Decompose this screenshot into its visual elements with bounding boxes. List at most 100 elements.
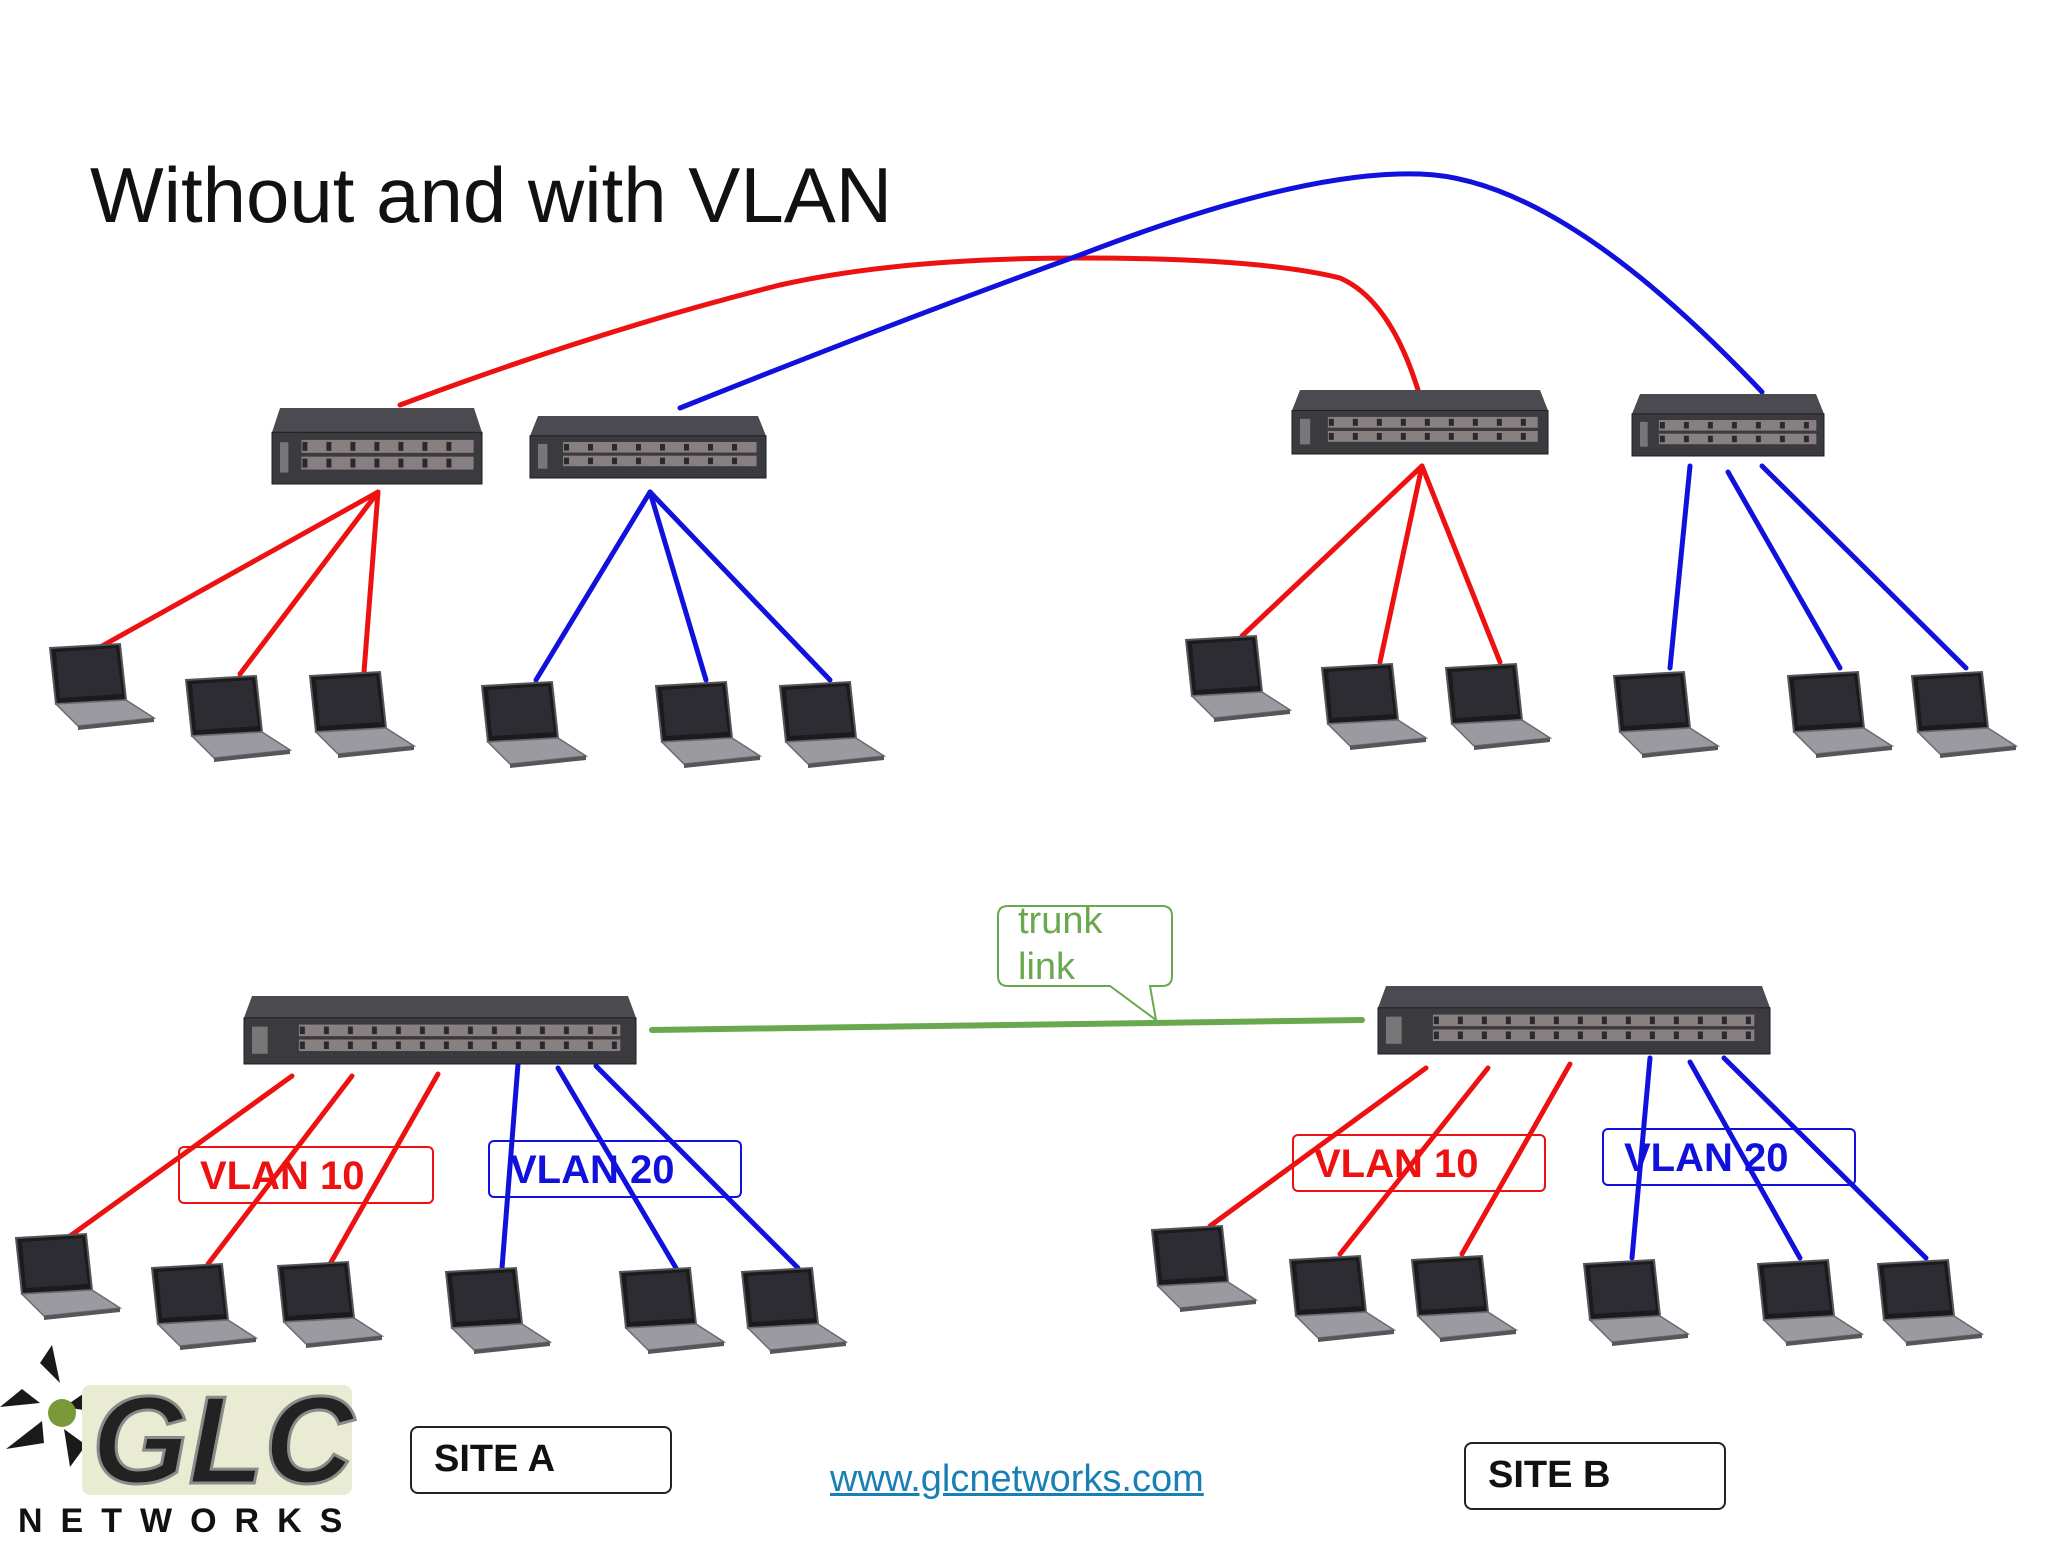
laptop-display xyxy=(1296,1260,1362,1310)
switch-port xyxy=(1803,435,1809,443)
port-row xyxy=(301,456,474,470)
switch-top-red-a xyxy=(271,408,483,485)
switch-port xyxy=(491,1041,497,1050)
laptop-icon xyxy=(618,1266,727,1354)
laptop-icon xyxy=(1184,634,1293,722)
switch-port xyxy=(1707,422,1713,429)
switch-port xyxy=(1448,432,1454,440)
switch-port xyxy=(515,1041,521,1050)
switch-port xyxy=(1721,1031,1727,1040)
switch-port xyxy=(1803,422,1809,429)
laptop-icon xyxy=(150,1262,259,1350)
laptop-display xyxy=(1192,640,1258,690)
switch-port xyxy=(1376,432,1382,440)
laptop-display xyxy=(1918,676,1984,726)
switch-port xyxy=(612,457,618,465)
laptop-edge xyxy=(684,756,760,768)
switch-port xyxy=(1472,418,1478,426)
switch-port xyxy=(515,1026,521,1035)
site-b-label: SITE B xyxy=(1464,1442,1726,1510)
switch-port xyxy=(611,1041,617,1050)
laptop-edge xyxy=(1318,1330,1394,1342)
laptop-edge xyxy=(770,1342,846,1354)
laptop-icon xyxy=(778,680,887,768)
laptop-display xyxy=(22,1238,88,1288)
switch-port xyxy=(395,1026,401,1035)
link-line xyxy=(1687,1059,1803,1261)
switch-top-blue-b xyxy=(1631,394,1825,457)
switch-port xyxy=(588,444,594,451)
laptop-edge xyxy=(44,1308,120,1320)
laptop-icon xyxy=(444,1266,553,1354)
switch-port xyxy=(398,458,404,468)
link-line xyxy=(647,489,833,683)
laptop-icon xyxy=(184,674,293,762)
switch-port xyxy=(1505,1031,1511,1040)
switch-port xyxy=(1529,1016,1535,1025)
website-link[interactable]: www.glcnetworks.com xyxy=(830,1458,1204,1500)
link-line xyxy=(99,489,381,649)
switch-port xyxy=(1683,435,1689,443)
switch-port xyxy=(467,1041,473,1050)
laptop-display xyxy=(316,676,382,726)
laptop-display xyxy=(452,1272,518,1322)
laptop-edge xyxy=(338,746,414,758)
laptop-display xyxy=(158,1268,224,1318)
switch-port xyxy=(1481,1031,1487,1040)
switch-port xyxy=(1755,422,1761,429)
trunk-callout-line1: trunk xyxy=(1018,900,1103,942)
link-line xyxy=(67,1073,295,1239)
switch-port xyxy=(1457,1016,1463,1025)
switch-console xyxy=(252,1026,268,1054)
switch-port xyxy=(419,1041,425,1050)
link-line xyxy=(205,1073,355,1267)
port-row xyxy=(1432,1029,1755,1042)
switch-port xyxy=(419,1026,425,1035)
switch-port xyxy=(302,458,308,468)
laptop-display xyxy=(786,686,852,736)
link-line xyxy=(1419,463,1503,665)
laptop-icon xyxy=(1150,1224,1259,1312)
switch-port xyxy=(443,1026,449,1035)
switch-port xyxy=(491,1026,497,1035)
link-line xyxy=(1459,1061,1573,1257)
switch-port xyxy=(1779,435,1785,443)
switch-port xyxy=(1481,1016,1487,1025)
switch-port xyxy=(446,458,452,468)
switch-port xyxy=(326,441,332,451)
switch-port xyxy=(398,441,404,451)
port-row xyxy=(1432,1014,1755,1027)
link-line xyxy=(1725,469,1843,671)
port-row xyxy=(301,439,474,453)
switch-port xyxy=(539,1026,545,1035)
switch-port xyxy=(1745,1016,1751,1025)
laptop-display xyxy=(488,686,554,736)
laptop-display xyxy=(1158,1230,1224,1280)
laptop-edge xyxy=(1786,1334,1862,1346)
switch-port xyxy=(374,458,380,468)
switch-port xyxy=(1755,435,1761,443)
switch-port xyxy=(1683,422,1689,429)
switch-port xyxy=(1697,1016,1703,1025)
switch-port xyxy=(1731,422,1737,429)
switch-port xyxy=(660,444,666,451)
trunk-callout-bubble xyxy=(997,905,1173,1023)
switch-port xyxy=(323,1041,329,1050)
logo-wordmark: NETWORKS xyxy=(18,1502,361,1540)
link-line xyxy=(1239,463,1425,639)
site-a-label: SITE A xyxy=(410,1426,672,1494)
switch-port xyxy=(1400,418,1406,426)
switch-port xyxy=(350,458,356,468)
switch-port xyxy=(708,457,714,465)
switch-port xyxy=(467,1026,473,1035)
laptop-edge xyxy=(1940,746,2016,758)
switch-port xyxy=(587,1041,593,1050)
laptop-icon xyxy=(1756,1258,1865,1346)
laptop-display xyxy=(1764,1264,1830,1314)
switch-port xyxy=(563,1041,569,1050)
laptop-icon xyxy=(1288,1254,1397,1342)
link-line xyxy=(1207,1065,1429,1229)
switch-port xyxy=(1673,1031,1679,1040)
switch-top xyxy=(244,996,636,1018)
